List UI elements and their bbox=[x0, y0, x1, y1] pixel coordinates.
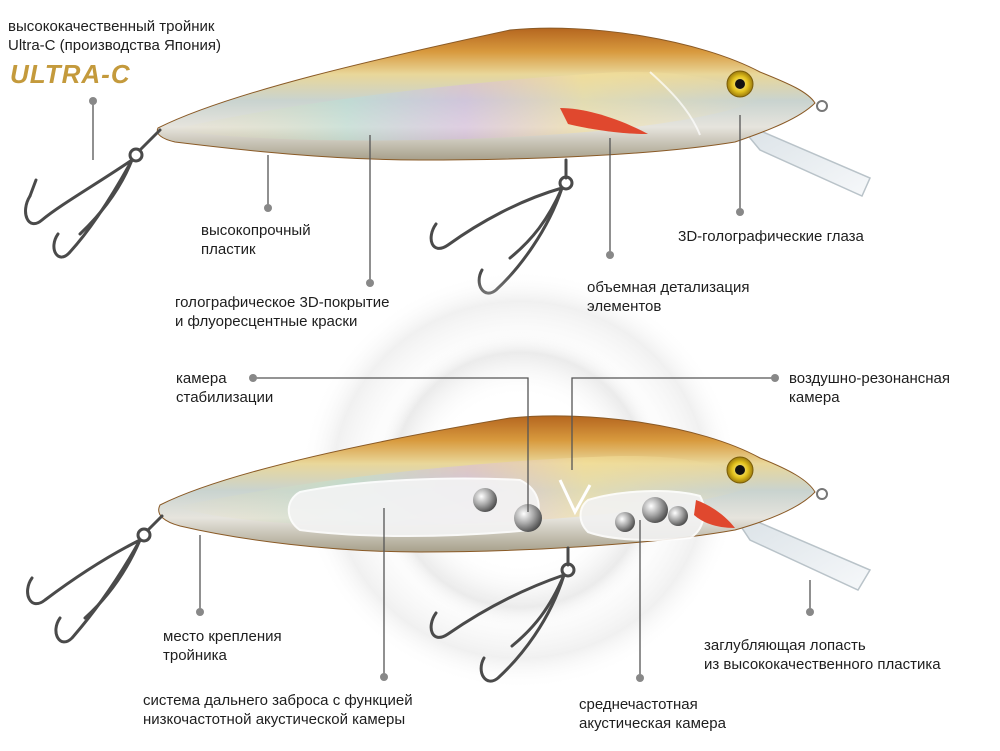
weight-ball bbox=[473, 488, 497, 512]
label-long-cast: система дальнего заброса с функцией низк… bbox=[143, 691, 413, 729]
label-coating: голографическое 3D-покрытие и флуоресцен… bbox=[175, 293, 389, 331]
label-stabilization: камера стабилизации bbox=[176, 369, 273, 407]
label-line: стабилизации bbox=[176, 389, 274, 406]
label-mid-chamber: среднечастотная акустическая камера bbox=[579, 695, 726, 733]
diving-lip bbox=[734, 119, 871, 197]
bottom-lure bbox=[26, 270, 872, 690]
label-lip: заглубляющая лопасть из высококачественн… bbox=[704, 636, 941, 674]
label-line: система дальнего заброса с функцией bbox=[143, 692, 413, 709]
rear-treble-hook bbox=[24, 128, 162, 259]
label-eyes: 3D-голографические глаза bbox=[678, 227, 864, 246]
label-line: элементов bbox=[587, 298, 662, 315]
label-line: камера bbox=[176, 370, 227, 387]
label-line: и флуоресцентные краски bbox=[175, 313, 358, 330]
mid-acoustic-chamber bbox=[579, 490, 706, 541]
label-line: объемная детализация bbox=[587, 279, 750, 296]
label-plastic: высокопрочный пластик bbox=[201, 221, 311, 259]
label-line: воздушно-резонансная bbox=[789, 370, 950, 387]
pectoral-fin bbox=[694, 500, 735, 528]
label-line: высококачественный тройник bbox=[8, 18, 215, 35]
label-line: пластик bbox=[201, 241, 256, 258]
label-hook-quality: высококачественный тройник Ultra-C (прои… bbox=[8, 17, 221, 55]
label-line: Ultra-C (производства Япония) bbox=[8, 37, 222, 54]
label-line: акустическая камера bbox=[579, 715, 726, 732]
leader-lines bbox=[92, 101, 811, 678]
top-lure bbox=[24, 27, 871, 295]
label-line: из высококачественного пластика bbox=[704, 656, 941, 673]
leader-dots bbox=[89, 97, 814, 682]
label-line: высокопрочный bbox=[201, 222, 311, 239]
weight-ball bbox=[514, 504, 542, 532]
label-line: низкочастотной акустической камеры bbox=[143, 711, 406, 728]
label-detail: объемная детализация элементов bbox=[587, 278, 749, 316]
label-air-chamber: воздушно-резонансная камера bbox=[789, 369, 950, 407]
label-line: 3D-голографические глаза bbox=[678, 228, 864, 245]
weight-ball bbox=[668, 506, 688, 526]
long-cast-chamber bbox=[287, 477, 540, 537]
diving-lip bbox=[727, 508, 872, 591]
weight-ball bbox=[642, 497, 668, 523]
label-line: тройника bbox=[163, 647, 227, 664]
label-line: камера bbox=[789, 389, 840, 406]
weight-ball bbox=[615, 512, 635, 532]
label-line: заглубляющая лопасть bbox=[704, 637, 866, 654]
label-line: среднечастотная bbox=[579, 696, 698, 713]
label-hook-mount: место крепления тройника bbox=[163, 627, 282, 665]
label-line: место крепления bbox=[163, 628, 282, 645]
belly-treble-hook bbox=[429, 546, 576, 683]
pectoral-fin bbox=[560, 108, 648, 134]
label-line: голографическое 3D-покрытие bbox=[175, 294, 390, 311]
brand-logo: ULTRA-C bbox=[10, 59, 131, 89]
rear-treble-hook bbox=[26, 514, 164, 644]
